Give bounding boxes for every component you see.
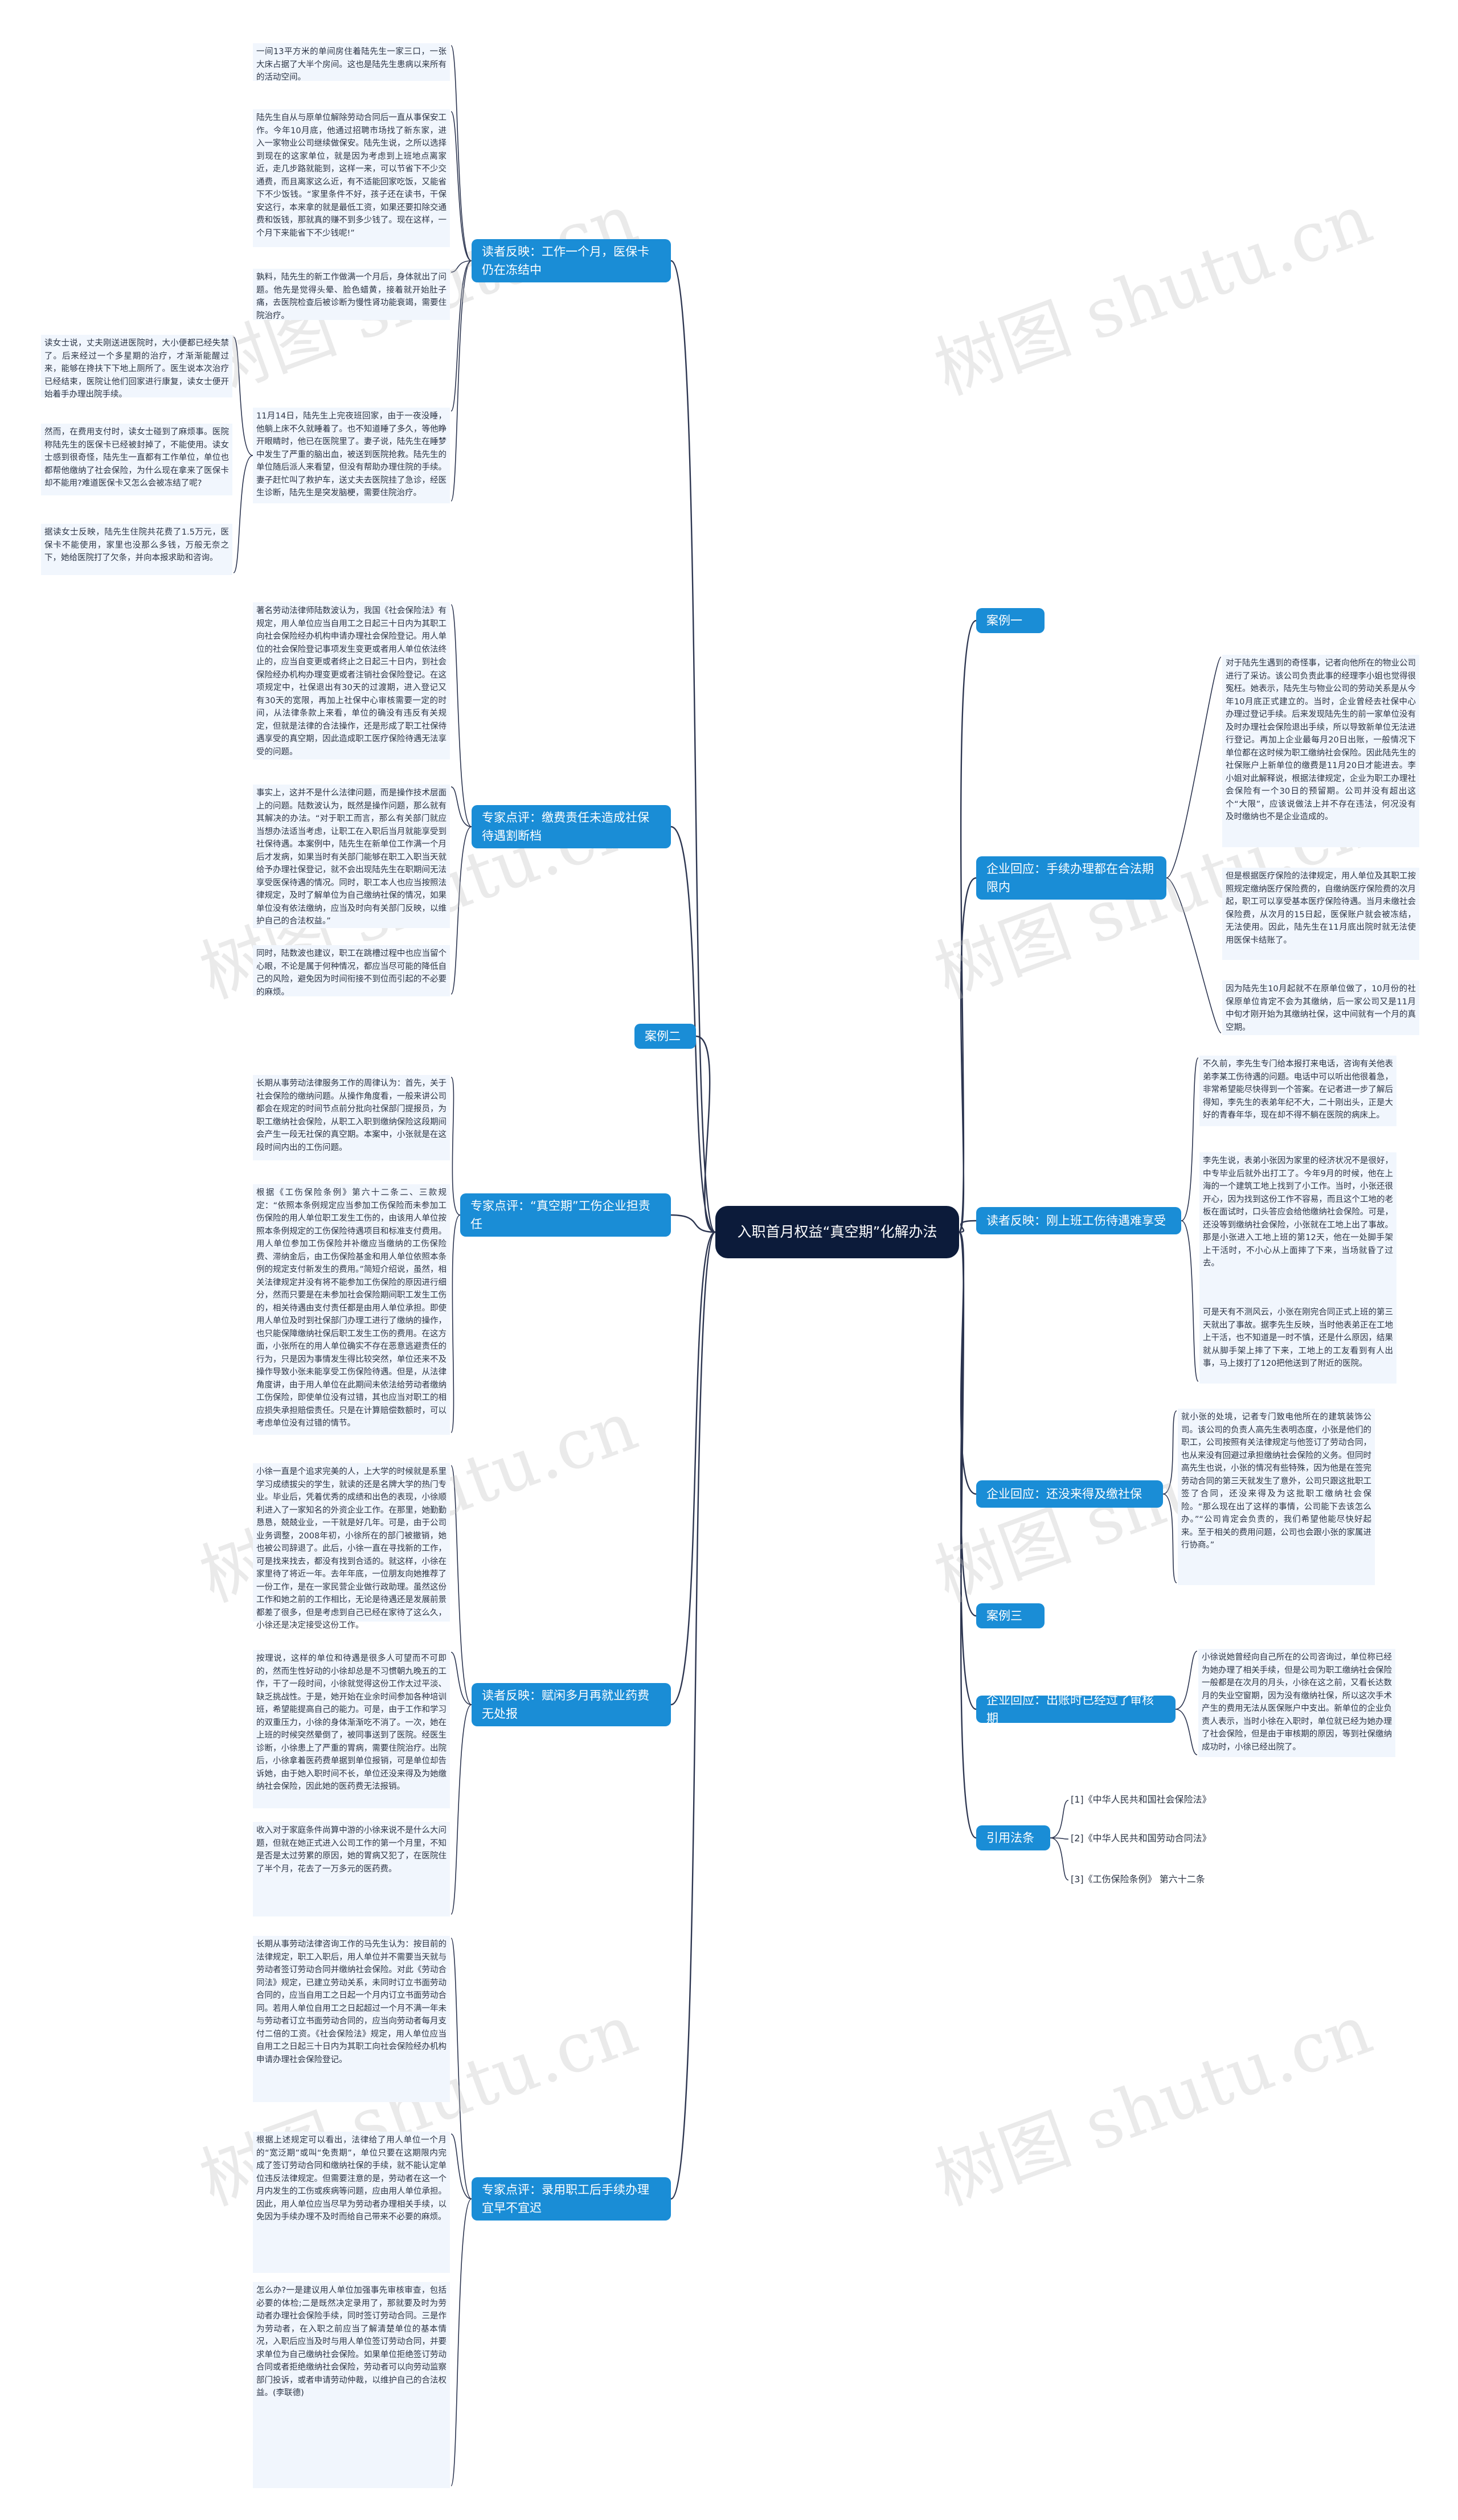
- connector-note: [450, 1465, 472, 1705]
- topic-label: 企业回应：出账时已经过了审核期: [986, 1693, 1154, 1725]
- connector-note: [1166, 656, 1222, 879]
- topic-label: 专家点评：“真空期”工伤企业担责任: [470, 1199, 650, 1231]
- topic-cited-laws[interactable]: 引用法条: [976, 1825, 1050, 1850]
- note-text: 一间13平方米的单间房住着陆先生一家三口，一张大床占据了大半个房间。这也是陆先生…: [253, 43, 450, 82]
- root-topic[interactable]: 入职首月权益“真空期”化解办法: [715, 1206, 959, 1258]
- note-text: 收入对于家庭条件尚算中游的小徐来说不是什么大问题，但就在她正式进入公司工作的第一…: [253, 1822, 450, 1916]
- note-text: 按理说，这样的单位和待遇是很多人可望而不可即的，然而生性好动的小徐却总是不习惯朝…: [253, 1650, 450, 1808]
- connector-note: [1181, 1220, 1199, 1382]
- connector-root-left: [670, 1231, 716, 2200]
- note-text: 小徐一直是个追求完美的人，上大学的时候就是系里学习成绩拔尖的学生，就读的还是名牌…: [253, 1463, 450, 1630]
- topic-label: 读者反映：刚上班工伤待遇难享受: [986, 1214, 1166, 1228]
- note-text: 小徐说她曾经向自己所在的公司咨询过，单位称已经为她办理了相关手续，但是公司为职工…: [1198, 1649, 1395, 1757]
- connector-note: [233, 336, 253, 456]
- connector-root-right: [958, 619, 977, 1233]
- connector-note: [450, 2133, 472, 2199]
- connector-note: [1050, 1837, 1069, 1881]
- connector-note: [450, 604, 472, 827]
- connector-note: [450, 111, 472, 261]
- connector-note: [450, 1704, 472, 1915]
- connector-note: [450, 1938, 472, 2199]
- connector-note: [450, 1652, 472, 1705]
- topic-company-review-period[interactable]: 企业回应：出账时已经过了审核期: [976, 1693, 1176, 1725]
- note-text: 据读女士反映，陆先生住院共花费了1.5万元，医保卡不能使用，家里也没那么多钱，万…: [41, 524, 232, 575]
- connector-note: [1050, 1800, 1069, 1838]
- topic-label: 专家点评：录用职工后手续办理宜早不宜迟: [482, 2183, 649, 2215]
- law-reference: [3]《工伤保险条例》 第六十二条: [1071, 1874, 1205, 1885]
- note-text: 不久前，李先生专门给本报打来电话，咨询有关他表弟李某工伤待遇的问题。电话中可以听…: [1199, 1056, 1396, 1126]
- connector-note: [1162, 1410, 1177, 1495]
- topic-reader-medical-card-frozen[interactable]: 读者反映：工作一个月，医保卡仍在冻结中: [472, 239, 671, 282]
- connector-note: [450, 260, 472, 412]
- topic-label: 案例二: [645, 1029, 681, 1043]
- topic-label: 读者反映：赋闲多月再就业药费无处报: [482, 1689, 649, 1721]
- topic-reader-medical-expense[interactable]: 读者反映：赋闲多月再就业药费无处报: [472, 1683, 671, 1726]
- topic-expert-injury-liability[interactable]: 专家点评：“真空期”工伤企业担责任: [460, 1193, 671, 1237]
- connector-note: [1181, 1057, 1199, 1221]
- topic-case-one[interactable]: 案例一: [976, 608, 1045, 633]
- note-text: 然而，在费用支付时，读女士碰到了麻烦事。医院称陆先生的医保卡已经被封掉了，不能使…: [41, 424, 232, 495]
- topic-label: 专家点评：缴费责任未造成社保待遇割断档: [482, 811, 649, 843]
- topic-label: 引用法条: [986, 1831, 1034, 1845]
- connector-root-right: [959, 1220, 977, 1233]
- connector-note: [1175, 1651, 1198, 1710]
- note-text: 对于陆先生遇到的奇怪事，记者向他所在的物业公司进行了采访。该公司负责此事的经理李…: [1222, 655, 1419, 847]
- connector-note: [1175, 1709, 1198, 1755]
- topic-reader-injury-benefit[interactable]: 读者反映：刚上班工伤待遇难享受: [976, 1207, 1181, 1234]
- law-reference: [1]《中华人民共和国社会保险法》: [1071, 1794, 1211, 1805]
- connector-root-right: [958, 877, 977, 1233]
- note-text: 可是天有不测风云，小张在刚完合同正式上班的第三天就出了事故。据李先生反映，当时他…: [1199, 1304, 1396, 1384]
- topic-company-legal-deadline[interactable]: 企业回应：手续办理都在合法期限内: [976, 856, 1166, 900]
- note-text: 事实上，这并不是什么法律问题，而是操作技术层面上的问题。陆数波认为，既然是操作问…: [253, 785, 450, 928]
- topic-expert-early-procedures[interactable]: 专家点评：录用职工后手续办理宜早不宜迟: [472, 2177, 671, 2221]
- note-text: 因为陆先生10月起就不在原单位做了，10月份的社保原单位肯定不会为其缴纳，后一家…: [1222, 980, 1419, 1035]
- note-text: 读女士说，丈夫刚送进医院时，大小便都已经失禁了。后来经过一个多星期的治疗，才渐渐…: [41, 335, 232, 399]
- law-reference: [2]《中华人民共和国劳动合同法》: [1071, 1833, 1211, 1844]
- connector-root-right: [958, 1231, 977, 1839]
- note-text: 怎么办?一是建议用人单位加强事先审核审查，包括必要的体检;二是既然决定录用了，那…: [253, 2282, 450, 2488]
- connector-note: [450, 1077, 461, 1216]
- note-text: 长期从事劳动法律咨询工作的马先生认为：按目前的法律规定，职工入职后，用人单位并不…: [253, 1936, 450, 2102]
- connector-note: [450, 45, 472, 261]
- connector-note: [450, 260, 472, 273]
- topic-label: 企业回应：手续办理都在合法期限内: [986, 862, 1154, 894]
- note-text: 同时，陆数波也建议，职工在跳槽过程中也应当留个心眼，不论是属于何种情况，都应当尽…: [253, 945, 450, 997]
- topic-label: 企业回应：还没来得及缴社保: [986, 1487, 1142, 1501]
- note-text: 但是根据医疗保险的法律规定，用人单位及其职工按照规定缴纳医疗保险费的，自缴纳医疗…: [1222, 868, 1419, 960]
- connector-note: [233, 455, 253, 573]
- note-text: 11月14日，陆先生上完夜班回家，由于一夜没睡，他躺上床不久就睡着了。也不知道睡…: [253, 408, 450, 503]
- connector-note: [1162, 1493, 1177, 1583]
- connector-note: [1166, 877, 1222, 1033]
- topic-label: 案例一: [986, 614, 1022, 627]
- note-text: 著名劳动法律师陆数波认为，我国《社会保险法》有规定，用人单位应当自用工之日起三十…: [253, 602, 450, 760]
- note-text: 陆先生自从与原单位解除劳动合同后一直从事保安工作。今年10月底，他通过招聘市场找…: [253, 109, 450, 247]
- note-text: 孰料，陆先生的新工作做满一个月后，身体就出了问题。他先是觉得头晕、脸色蜡黄，接着…: [253, 269, 450, 321]
- connector-note: [450, 2198, 472, 2486]
- connector-note: [450, 260, 472, 502]
- topic-case-two[interactable]: 案例二: [634, 1024, 696, 1049]
- topic-label: 案例三: [986, 1609, 1022, 1623]
- note-text: 根据上述规定可以看出，法律给了用人单位一个月的“宽泛期”或叫“免责期”，单位只要…: [253, 2132, 450, 2273]
- connector-root-left: [670, 260, 716, 1233]
- note-text: 就小张的处境，记者专门致电他所在的建筑装饰公司。该公司的负责人高先生表明态度，小…: [1178, 1409, 1375, 1585]
- note-text: 根据《工伤保险条例》第六十二条二、三款规定：“依照本条例规定应当参加工伤保险而未…: [253, 1184, 450, 1435]
- note-text: 李先生说，表弟小张因为家里的经济状况不是很好，中专毕业后就外出打工了。今年9月的…: [1199, 1152, 1396, 1304]
- connector-note: [450, 826, 472, 995]
- connector-root-left: [670, 1231, 716, 1706]
- connector-note: [450, 1214, 461, 1433]
- root-label: 入职首月权益“真空期”化解办法: [737, 1224, 937, 1240]
- connector-root-left: [670, 1214, 716, 1233]
- topic-company-no-insurance-yet[interactable]: 企业回应：还没来得及缴社保: [976, 1480, 1163, 1508]
- topic-label: 读者反映：工作一个月，医保卡仍在冻结中: [482, 245, 649, 277]
- connector-note: [450, 786, 472, 827]
- topic-case-three[interactable]: 案例三: [976, 1603, 1045, 1628]
- connector-note: [1050, 1837, 1069, 1840]
- connector-root-left: [695, 1035, 716, 1233]
- topic-expert-insurance-gap[interactable]: 专家点评：缴费责任未造成社保待遇割断档: [472, 805, 671, 848]
- note-text: 长期从事劳动法律服务工作的周律认为：首先，关于社会保险的缴纳问题。从操作角度看，…: [253, 1075, 450, 1160]
